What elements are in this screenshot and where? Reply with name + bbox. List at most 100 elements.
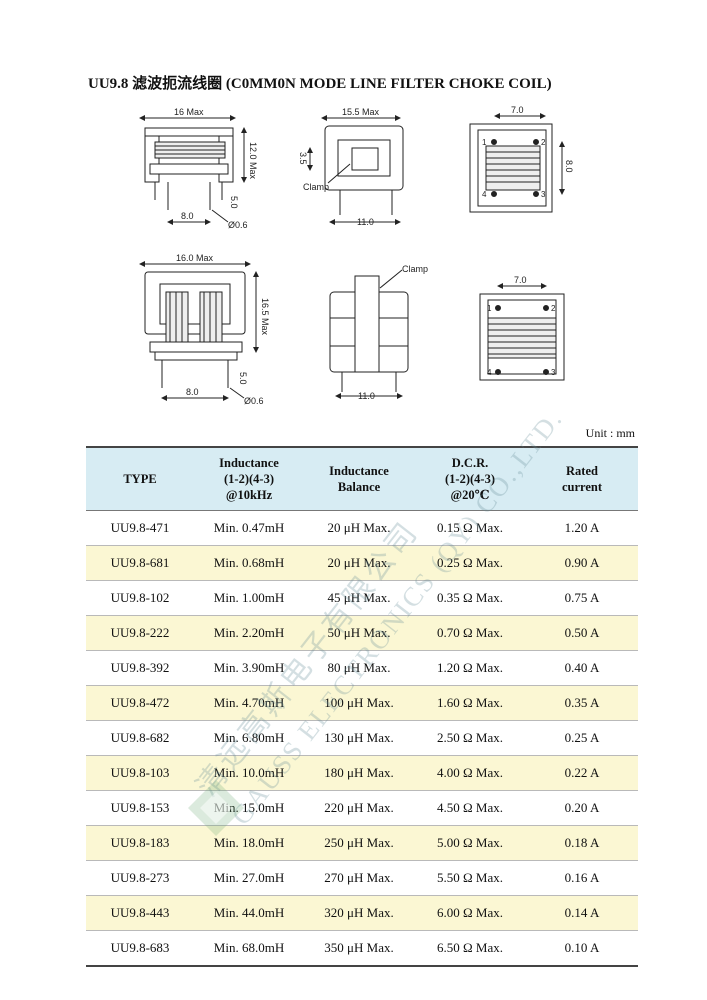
- table-cell: 1.60 Ω Max.: [414, 685, 526, 721]
- table-cell: 0.14 A: [526, 895, 638, 931]
- dim-pitch-bottom-left: 8.0: [186, 387, 199, 397]
- table-cell: 45 μH Max.: [304, 580, 414, 616]
- dim-clamp-height: 3.5: [298, 152, 308, 165]
- unit-label: Unit : mm: [585, 426, 635, 440]
- page-title: UU9.8 滤波扼流线圈 (C0MM0N MODE LINE FILTER CH…: [88, 76, 552, 92]
- table-cell: 0.18 A: [526, 825, 638, 861]
- header-line: D.C.R.: [451, 456, 489, 470]
- dim-height-bottom-left: 16.5 Max: [260, 298, 270, 336]
- table-cell: UU9.8-392: [86, 650, 194, 686]
- drawing-top-left: 16 Max 12.0 Max 5.0 8.0 Ø0.6: [139, 107, 258, 230]
- table-cell: 350 μH Max.: [304, 930, 414, 967]
- header-line: (1-2)(4-3): [445, 472, 495, 486]
- header-cell: Inductance (1-2)(4-3) @10kHz: [194, 446, 304, 511]
- table-cell: 4.00 Ω Max.: [414, 755, 526, 791]
- drawing-top-right: 7.0 1 2 3 4 8.0: [469, 105, 574, 213]
- table-cell: 6.00 Ω Max.: [414, 895, 526, 931]
- header-line: Inductance: [219, 456, 279, 470]
- dim-height-top-right: 8.0: [564, 160, 574, 173]
- table-cell: 20 μH Max.: [304, 545, 414, 581]
- dim-width-top-left: 16 Max: [174, 107, 204, 117]
- dim-pin-bottom-left: 5.0: [238, 372, 248, 385]
- table-cell: Min. 6.80mH: [194, 720, 304, 756]
- dim-pitch-top-left: 8.0: [181, 211, 194, 221]
- table-cell: 0.25 A: [526, 720, 638, 756]
- pin-4-top: 4: [482, 190, 487, 199]
- dim-pitch-top-middle: 11.0: [357, 217, 374, 227]
- table-cell: UU9.8-471: [86, 510, 194, 546]
- table-cell: 0.40 A: [526, 650, 638, 686]
- table-cell: UU9.8-681: [86, 545, 194, 581]
- header-line: @20℃: [450, 488, 490, 502]
- table-cell: 0.10 A: [526, 930, 638, 967]
- dim-height-top-left: 12.0 Max: [248, 142, 258, 180]
- table-cell: 250 μH Max.: [304, 825, 414, 861]
- table-cell: UU9.8-683: [86, 930, 194, 967]
- header-line: Inductance: [329, 464, 389, 478]
- header-cell: D.C.R. (1-2)(4-3) @20℃: [414, 446, 526, 511]
- table-cell: 0.20 A: [526, 790, 638, 826]
- table-cell: Min. 15.0mH: [194, 790, 304, 826]
- dim-pin-top-left: 5.0: [229, 196, 239, 209]
- drawing-bottom-middle: Clamp 11.0: [329, 264, 428, 401]
- label-clamp-top: Clamp: [303, 182, 329, 192]
- table-cell: 0.25 Ω Max.: [414, 545, 526, 581]
- table-cell: Min. 27.0mH: [194, 860, 304, 896]
- table-cell: UU9.8-443: [86, 895, 194, 931]
- drawing-top-middle: 15.5 Max 3.5 Clamp 11.0: [298, 107, 404, 227]
- table-cell: UU9.8-183: [86, 825, 194, 861]
- header-line: @10kHz: [225, 488, 273, 502]
- header-line: (1-2)(4-3): [224, 472, 274, 486]
- table-cell: 80 μH Max.: [304, 650, 414, 686]
- table-cell: 0.35 Ω Max.: [414, 580, 526, 616]
- table-cell: Min. 3.90mH: [194, 650, 304, 686]
- table-cell: 0.16 A: [526, 860, 638, 896]
- table-cell: 20 μH Max.: [304, 510, 414, 546]
- table-cell: 0.90 A: [526, 545, 638, 581]
- table-cell: UU9.8-273: [86, 860, 194, 896]
- table-cell: 6.50 Ω Max.: [414, 930, 526, 967]
- header-line: current: [561, 480, 603, 494]
- table-cell: UU9.8-472: [86, 685, 194, 721]
- header-line: Rated: [566, 464, 598, 478]
- header-line: TYPE: [123, 472, 157, 486]
- table-cell: 270 μH Max.: [304, 860, 414, 896]
- table-cell: 100 μH Max.: [304, 685, 414, 721]
- table-cell: Min. 0.68mH: [194, 545, 304, 581]
- pin-4-bottom: 4: [487, 368, 492, 377]
- table-cell: Min. 44.0mH: [194, 895, 304, 931]
- pin-2-bottom: 2: [551, 304, 556, 313]
- dim-width-top-middle: 15.5 Max: [342, 107, 380, 117]
- table-cell: 320 μH Max.: [304, 895, 414, 931]
- dim-pitch-bottom-right: 7.0: [514, 275, 527, 285]
- table-cell: 0.50 A: [526, 615, 638, 651]
- table-cell: 180 μH Max.: [304, 755, 414, 791]
- table-cell: 1.20 Ω Max.: [414, 650, 526, 686]
- header-cell: Rated current: [526, 446, 638, 511]
- table-cell: 130 μH Max.: [304, 720, 414, 756]
- pin-3-bottom: 3: [551, 368, 556, 377]
- table-cell: Min. 18.0mH: [194, 825, 304, 861]
- table-cell: UU9.8-682: [86, 720, 194, 756]
- table-cell: Min. 10.0mH: [194, 755, 304, 791]
- table-cell: 5.50 Ω Max.: [414, 860, 526, 896]
- pin-2-top: 2: [541, 138, 546, 147]
- drawing-bottom-right: 7.0 1 2 3 4: [479, 275, 565, 381]
- table-cell: 0.70 Ω Max.: [414, 615, 526, 651]
- table-cell: UU9.8-102: [86, 580, 194, 616]
